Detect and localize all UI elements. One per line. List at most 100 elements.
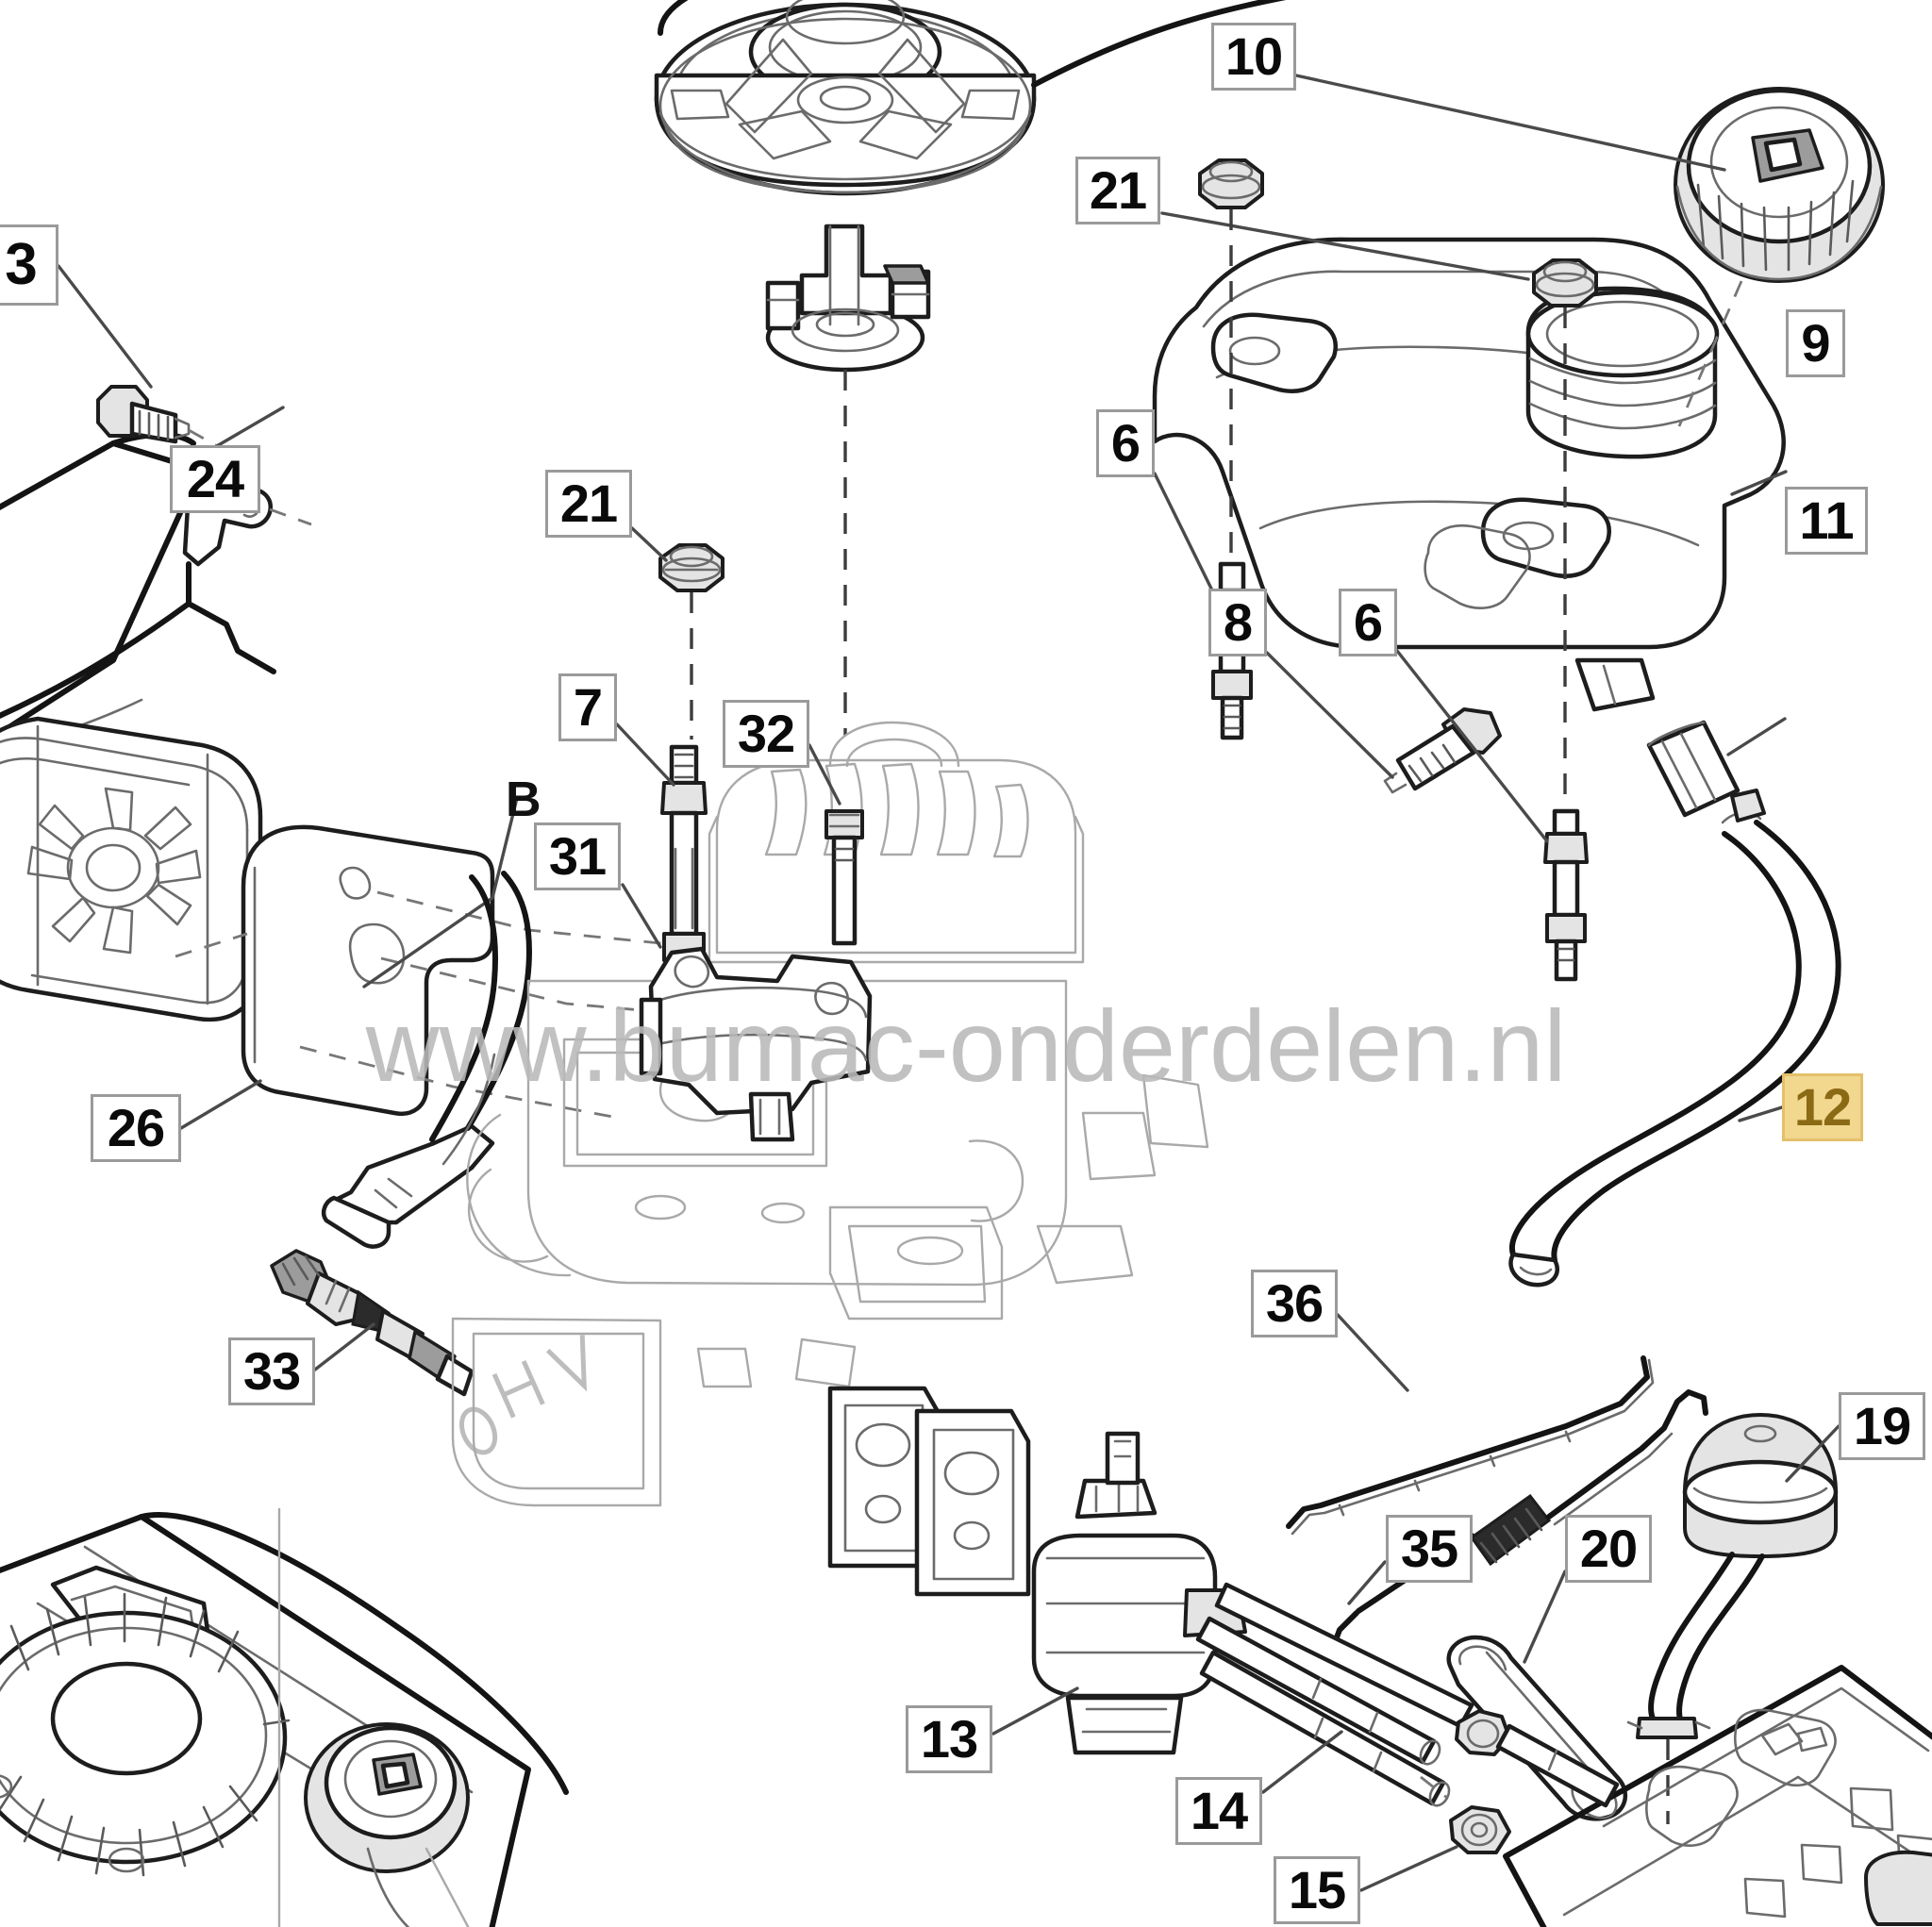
callout-label: 33 (242, 1341, 301, 1401)
callout-label: 9 (1801, 313, 1830, 373)
callout-33[interactable]: 33 (228, 1337, 315, 1405)
leader-19 (1785, 1424, 1840, 1483)
callout-36[interactable]: 36 (1251, 1270, 1338, 1337)
callout-24[interactable]: 24 (170, 445, 260, 513)
leader-6-right (1395, 649, 1549, 843)
fuel-hose-12 (1508, 789, 1841, 1287)
leader-b (362, 796, 519, 988)
callout-label: 10 (1224, 26, 1283, 86)
callout-12-highlighted[interactable]: 12 (1782, 1073, 1863, 1141)
axis-gasket-left (175, 932, 248, 958)
leader-7 (615, 723, 675, 787)
callout-label: 3 (5, 232, 37, 297)
leader-32 (808, 743, 841, 806)
leader-24 (213, 406, 285, 449)
recoil-starter-pulley (654, 0, 1287, 196)
callout-21[interactable]: 21 (545, 470, 632, 538)
spark-plug-cable-boot (322, 871, 532, 1249)
leader-33 (313, 1322, 375, 1371)
callout-21[interactable]: 21 (1075, 157, 1160, 224)
callout-label: 21 (1089, 160, 1147, 220)
leader-8 (1265, 651, 1394, 779)
throttle-link-rods (1495, 1723, 1620, 1808)
nut-15 (1449, 1805, 1511, 1854)
callout-9[interactable]: 9 (1786, 309, 1845, 377)
hex-flange-bolt-3 (96, 385, 191, 444)
axis-bracket-24 (269, 507, 312, 526)
callout-6[interactable]: 6 (1339, 589, 1397, 656)
callout-label: 13 (920, 1709, 978, 1769)
callout-19[interactable]: 19 (1839, 1392, 1925, 1460)
leader-6-left (1153, 472, 1215, 594)
callout-label: 7 (573, 677, 603, 737)
axis-nut-15 (1420, 1775, 1448, 1800)
callout-10[interactable]: 10 (1211, 23, 1296, 91)
leader-26 (179, 1079, 262, 1130)
leader-9 (1730, 470, 1788, 496)
callout-26[interactable]: 26 (91, 1094, 181, 1162)
leader-10 (1294, 74, 1726, 172)
callout-label: 20 (1579, 1519, 1638, 1578)
callout-label: 31 (548, 826, 607, 886)
leader-35 (1347, 1560, 1387, 1605)
engine-cover-panel (1503, 1665, 1932, 1927)
callout-label: 12 (1793, 1077, 1852, 1137)
callout-label: 14 (1190, 1781, 1248, 1840)
callout-11[interactable]: 11 (1785, 487, 1868, 555)
leader-21-left (630, 526, 668, 562)
starter-pawl-assembly (765, 224, 931, 373)
callout-label: 32 (737, 704, 795, 763)
flange-nut-21-left (658, 543, 724, 592)
callout-label: 26 (107, 1098, 165, 1157)
primer-bulb-19 (1626, 1413, 1839, 1739)
callout-35[interactable]: 35 (1386, 1515, 1473, 1583)
leader-14 (1261, 1730, 1343, 1794)
ignition-coil (639, 946, 873, 1142)
fuel-tank (1152, 237, 1786, 712)
axis-cap-to-neck (1677, 280, 1743, 427)
callout-15[interactable]: 15 (1274, 1856, 1360, 1924)
leader-12 (1738, 1105, 1784, 1122)
flange-nut-top (1198, 158, 1264, 209)
callout-32[interactable]: 32 (723, 700, 809, 768)
axis-gasket-center (380, 956, 718, 1019)
leader-31 (621, 883, 662, 949)
callout-label: 19 (1853, 1396, 1911, 1455)
fuel-tank-cap (1674, 87, 1885, 283)
leader-13 (991, 1686, 1079, 1736)
axis-gasket-lower (299, 1045, 624, 1121)
callout-13[interactable]: 13 (906, 1705, 992, 1773)
leader-15 (1359, 1845, 1458, 1892)
callout-label: 8 (1223, 592, 1253, 652)
callout-31[interactable]: 31 (534, 822, 621, 890)
air-filter-gasket-plate (241, 824, 495, 1117)
fuel-hose-connector-11 (1646, 720, 1740, 818)
callout-20[interactable]: 20 (1565, 1515, 1652, 1583)
callout-3[interactable]: 3 (0, 224, 58, 306)
callout-14[interactable]: 14 (1175, 1777, 1262, 1845)
engine-block-assembly (451, 721, 1209, 1507)
callout-label: 15 (1288, 1860, 1346, 1919)
governor-rod-36 (1286, 1355, 1655, 1536)
callout-label: 36 (1265, 1273, 1324, 1333)
bolt-8 (1383, 707, 1502, 794)
callout-label: 11 (1799, 490, 1854, 550)
callout-6[interactable]: 6 (1096, 409, 1155, 477)
callout-label: 6 (1110, 413, 1141, 473)
callout-label: 6 (1353, 592, 1383, 652)
leader-21-right (1160, 211, 1530, 281)
leader-11 (1726, 717, 1787, 756)
callout-8[interactable]: 8 (1208, 589, 1267, 656)
leader-3 (57, 264, 153, 389)
recoil-starter-cover (0, 1507, 569, 1927)
callout-label: 35 (1400, 1519, 1458, 1578)
stud-bolt-6-right (1543, 808, 1589, 982)
flange-nut-21-right (1532, 258, 1598, 307)
screw-32 (824, 809, 864, 946)
air-filter-housing (0, 716, 263, 1022)
callout-label: 24 (186, 449, 244, 508)
callout-7[interactable]: 7 (558, 673, 617, 741)
spark-plug (270, 1249, 475, 1397)
